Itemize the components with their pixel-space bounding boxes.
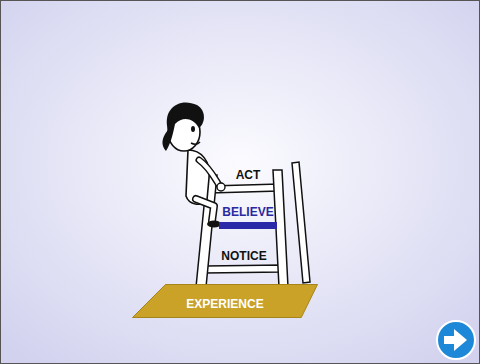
climbing-woman — [199, 160, 219, 185]
ladder-rail — [292, 162, 310, 283]
next-button — [437, 321, 475, 359]
ladder-rung — [205, 184, 282, 273]
rung-label: ACT — [236, 168, 261, 182]
base-mat: EXPERIENCE — [132, 284, 318, 318]
climbing-woman — [196, 199, 214, 221]
ladder-band: BELIEVE — [219, 204, 277, 229]
ladder-rung — [205, 265, 282, 273]
climbing-woman — [162, 102, 225, 227]
next-button — [437, 321, 475, 359]
climbing-woman — [217, 183, 225, 191]
climbing-woman — [196, 199, 214, 221]
rung-label: NOTICE — [221, 249, 266, 263]
base-mat-shape — [133, 285, 318, 318]
base-label: EXPERIENCE — [132, 284, 318, 312]
climbing-woman — [199, 160, 219, 185]
climbing-woman — [191, 126, 195, 132]
climbing-woman — [162, 102, 204, 151]
ladder-rung — [210, 184, 279, 193]
next-button — [444, 329, 467, 351]
climbing-woman — [191, 142, 200, 144]
rung-label: BELIEVE — [219, 205, 277, 220]
